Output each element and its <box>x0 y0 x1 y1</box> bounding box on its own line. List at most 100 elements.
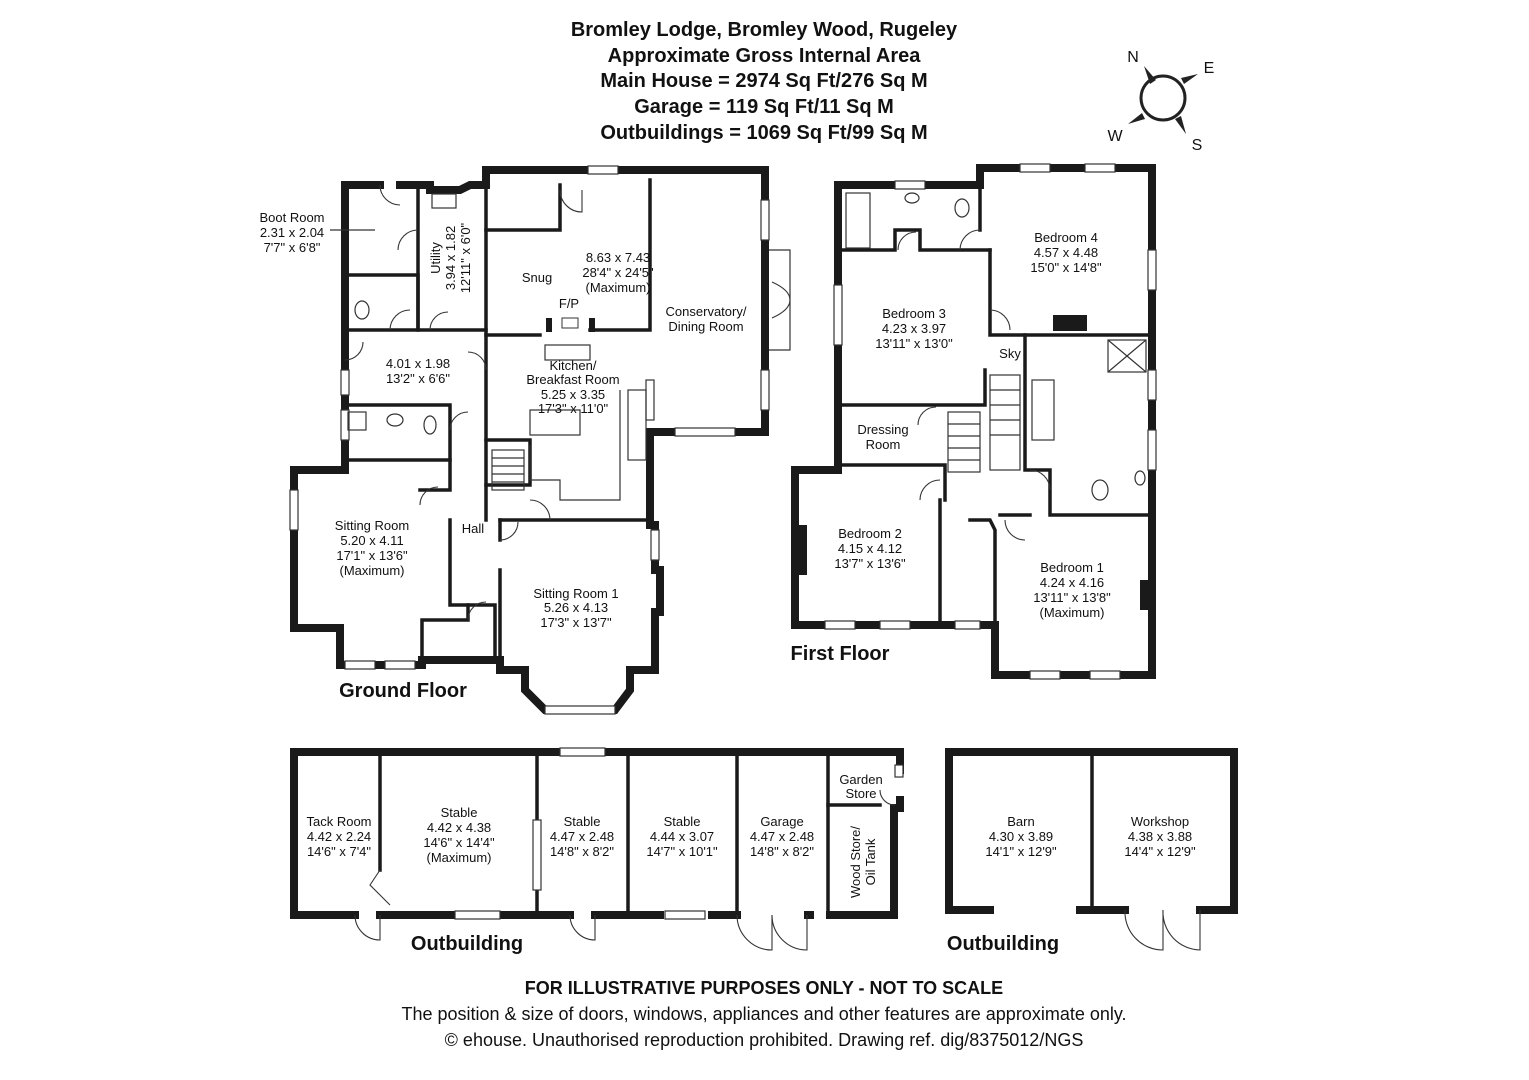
room-imperial: 14'8" x 8'2" <box>550 844 614 859</box>
label-sky: Sky <box>999 346 1021 361</box>
room-metric: 4.42 x 2.24 <box>307 829 371 844</box>
room-imperial: 13'2" x 6'6" <box>386 371 450 386</box>
compass-n: N <box>1127 49 1139 66</box>
outbuildings-area: Outbuildings = 1069 Sq Ft/99 Sq M <box>600 122 927 144</box>
room-metric: 4.44 x 3.07 <box>650 829 714 844</box>
room-name: Dressing <box>857 422 908 437</box>
plan-subtitle: Approximate Gross Internal Area <box>608 45 922 67</box>
room-imperial: 14'1" x 12'9" <box>985 844 1057 859</box>
room-imperial: 13'11" x 13'8" <box>1033 590 1111 605</box>
compass-e: E <box>1204 60 1215 77</box>
room-name: Conservatory/ <box>666 304 747 319</box>
label-bedroom-2: Bedroom 2 4.15 x 4.12 13'7" x 13'6" <box>834 526 906 571</box>
room-imperial: 17'3" x 13'7" <box>540 615 612 630</box>
footer-disclaimer: FOR ILLUSTRATIVE PURPOSES ONLY - NOT TO … <box>401 978 1126 1050</box>
label-hall: Hall <box>462 521 485 536</box>
room-name: Sitting Room <box>335 518 409 533</box>
room-imperial: 14'7" x 10'1" <box>646 844 718 859</box>
room-name: Store <box>845 786 876 801</box>
room-metric: 3.94 x 1.82 <box>443 226 458 290</box>
room-imperial: 17'1" x 13'6" <box>336 548 408 563</box>
label-snug: Snug <box>522 270 552 285</box>
stairs-icon <box>947 374 1021 473</box>
label-conservatory-dims: 8.63 x 7.43 28'4" x 24'5" (Maximum) <box>582 250 654 295</box>
outbuilding-1-label: Outbuilding <box>411 933 523 955</box>
room-metric: 5.25 x 3.35 <box>541 387 605 402</box>
room-metric: 5.20 x 4.11 <box>340 533 403 548</box>
room-metric: 4.57 x 4.48 <box>1034 245 1098 260</box>
room-note: (Maximum) <box>586 280 651 295</box>
label-kitchen: Kitchen/ Breakfast Room 5.25 x 3.35 17'3… <box>526 358 619 416</box>
room-name: Bedroom 4 <box>1034 230 1098 245</box>
room-name: Garden <box>839 772 882 787</box>
room-name: Oil Tank <box>863 838 878 885</box>
room-name: Kitchen/ <box>550 358 597 373</box>
room-name: Wood Store/ <box>848 826 863 898</box>
room-imperial: 12'11" x 6'0" <box>458 222 473 293</box>
room-name: Boot Room <box>259 210 324 225</box>
room-name: Utility <box>428 242 443 274</box>
compass-w: W <box>1107 128 1123 145</box>
room-metric: 4.24 x 4.16 <box>1040 575 1104 590</box>
main-house-area: Main House = 2974 Sq Ft/276 Sq M <box>600 70 927 92</box>
label-garage: Garage 4.47 x 2.48 14'8" x 8'2" <box>750 814 815 859</box>
outbuilding-barn-plan: Barn 4.30 x 3.89 14'1" x 12'9" Workshop … <box>945 748 1238 955</box>
room-metric: 4.38 x 3.88 <box>1128 829 1192 844</box>
room-imperial: 7'7" x 6'8" <box>264 240 321 255</box>
label-tack-room: Tack Room 4.42 x 2.24 14'6" x 7'4" <box>306 814 371 859</box>
room-imperial: 15'0" x 14'8" <box>1030 260 1102 275</box>
room-name: Room <box>866 437 901 452</box>
disclaimer-heading: FOR ILLUSTRATIVE PURPOSES ONLY - NOT TO … <box>525 978 1003 998</box>
room-name: Stable <box>441 805 478 820</box>
room-name: Bedroom 1 <box>1040 560 1104 575</box>
label-sitting-room: Sitting Room 5.20 x 4.11 17'1" x 13'6" (… <box>335 518 409 578</box>
room-name: Stable <box>664 814 701 829</box>
room-imperial: 14'8" x 8'2" <box>750 844 814 859</box>
copyright-text: © ehouse. Unauthorised reproduction proh… <box>445 1030 1084 1050</box>
label-conservatory-name: Conservatory/ Dining Room <box>666 304 747 334</box>
room-imperial: 14'6" x 14'4" <box>423 835 495 850</box>
room-name: Workshop <box>1131 814 1189 829</box>
room-imperial: 14'4" x 12'9" <box>1124 844 1196 859</box>
label-dressing-room: Dressing Room <box>857 422 908 452</box>
room-metric: 4.47 x 2.48 <box>750 829 814 844</box>
room-name: Bedroom 2 <box>838 526 902 541</box>
room-name: Barn <box>1007 814 1034 829</box>
room-name: Stable <box>564 814 601 829</box>
label-fireplace: F/P <box>559 296 579 311</box>
room-note: (Maximum) <box>1040 605 1105 620</box>
room-metric: 8.63 x 7.43 <box>586 250 650 265</box>
label-bedroom-3: Bedroom 3 4.23 x 3.97 13'11" x 13'0" <box>875 306 953 351</box>
room-imperial: 14'6" x 7'4" <box>307 844 371 859</box>
label-bedroom-4: Bedroom 4 4.57 x 4.48 15'0" x 14'8" <box>1030 230 1102 275</box>
room-imperial: 17'3" x 11'0" <box>538 401 609 416</box>
header-block: Bromley Lodge, Bromley Wood, Rugeley App… <box>571 19 958 144</box>
room-metric: 4.15 x 4.12 <box>838 541 902 556</box>
room-name: Garage <box>760 814 803 829</box>
outbuilding-2-label: Outbuilding <box>947 933 1059 955</box>
room-name: Sitting Room 1 <box>533 586 618 601</box>
label-wood-store: Wood Store/ Oil Tank <box>848 826 878 898</box>
room-metric: 4.30 x 3.89 <box>989 829 1053 844</box>
compass-s: S <box>1192 137 1203 154</box>
disclaimer-text: The position & size of doors, windows, a… <box>401 1004 1126 1024</box>
outbuilding-stables-plan: Tack Room 4.42 x 2.24 14'6" x 7'4" Stabl… <box>290 747 904 955</box>
room-metric: 2.31 x 2.04 <box>260 225 324 240</box>
label-barn: Barn 4.30 x 3.89 14'1" x 12'9" <box>985 814 1057 859</box>
room-name: Tack Room <box>306 814 371 829</box>
room-note: (Maximum) <box>427 850 492 865</box>
label-workshop: Workshop 4.38 x 3.88 14'4" x 12'9" <box>1124 814 1196 859</box>
room-imperial: 28'4" x 24'5" <box>582 265 654 280</box>
room-metric: 4.42 x 4.38 <box>427 820 491 835</box>
label-utility: Utility 3.94 x 1.82 12'11" x 6'0" <box>428 222 473 293</box>
room-imperial: 13'11" x 13'0" <box>875 336 953 351</box>
label-stable-c: Stable 4.44 x 3.07 14'7" x 10'1" <box>646 814 718 859</box>
label-boot-room: Boot Room 2.31 x 2.04 7'7" x 6'8" <box>259 210 375 255</box>
compass-icon: N E S W <box>1107 49 1214 154</box>
label-stable-a: Stable 4.42 x 4.38 14'6" x 14'4" (Maximu… <box>423 805 495 865</box>
plan-title: Bromley Lodge, Bromley Wood, Rugeley <box>571 19 958 41</box>
label-sitting-room-1: Sitting Room 1 5.26 x 4.13 17'3" x 13'7" <box>533 586 618 630</box>
garage-area: Garage = 119 Sq Ft/11 Sq M <box>634 96 894 118</box>
ground-floor-label: Ground Floor <box>339 680 467 702</box>
